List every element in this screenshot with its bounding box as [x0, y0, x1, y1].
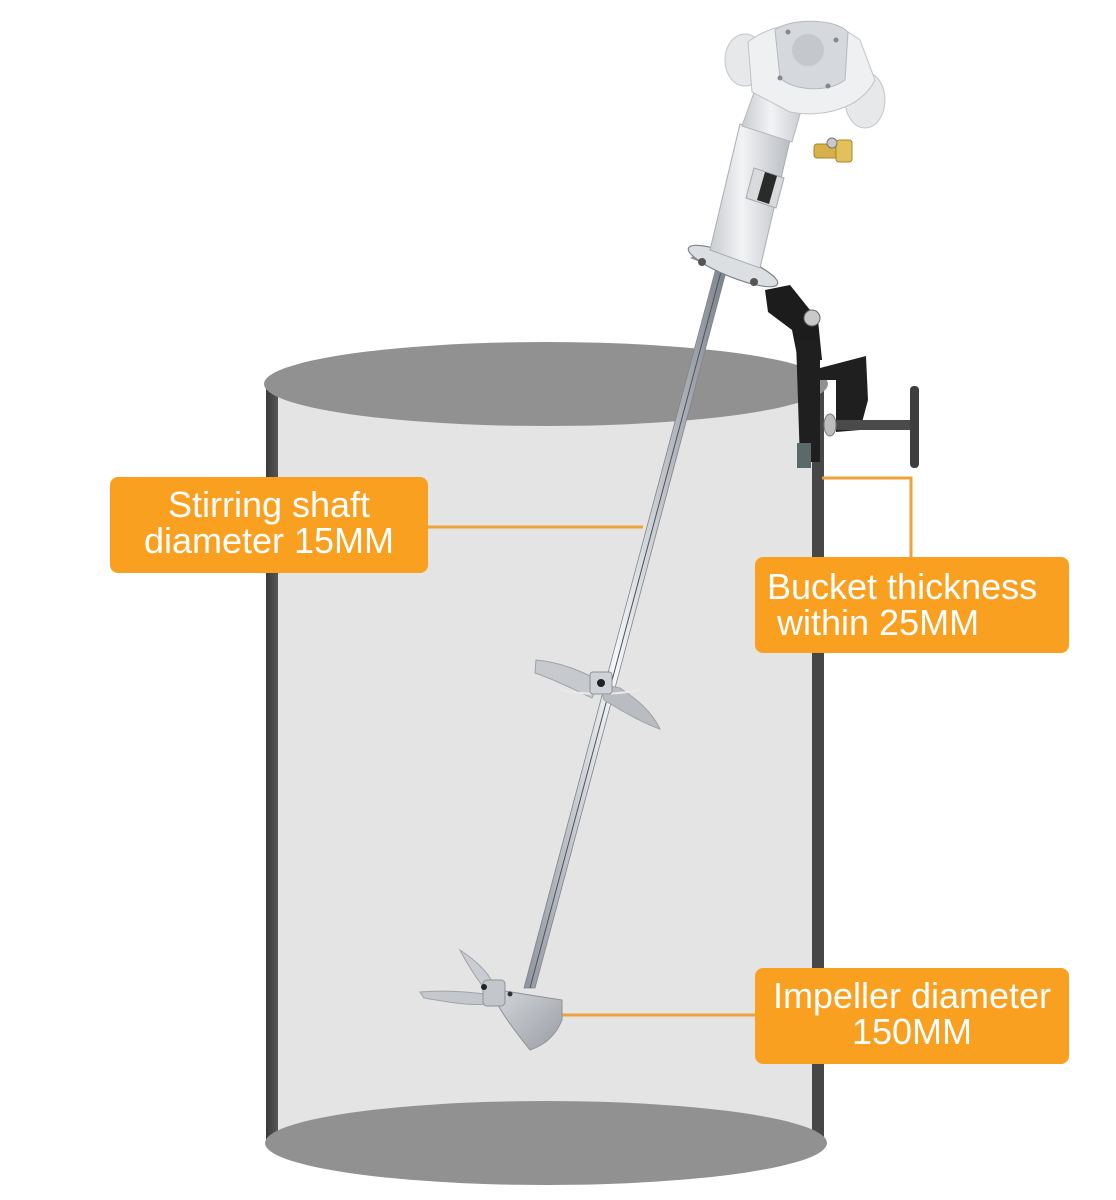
callout-bucket-thickness: Bucket thickness within 25MM [755, 557, 1069, 653]
bucket-left-wall [266, 384, 278, 1142]
callout-impeller-diameter: Impeller diameter 150MM [755, 968, 1069, 1064]
bucket-bottom [265, 1101, 827, 1185]
bucket-top-opening [264, 342, 828, 426]
bucket [264, 342, 828, 1185]
clamp-bracket [765, 285, 919, 468]
leader-lines [428, 476, 913, 1017]
lower-impeller [419, 948, 563, 1051]
callout-shaft-diameter: Stirring shaft diameter 15MM [110, 477, 428, 573]
air-valve [813, 137, 853, 163]
upper-impeller [534, 659, 661, 730]
air-motor [687, 20, 886, 288]
callout-bucket-line1: Bucket thickness [767, 566, 1038, 607]
callout-shaft-line2: diameter 15MM [143, 520, 395, 561]
callout-shaft-line1: Stirring shaft [167, 484, 371, 525]
bucket-leader-line [822, 476, 913, 557]
callout-bucket-line2: within 25MM [777, 602, 980, 643]
callout-impeller-line1: Impeller diameter [772, 975, 1052, 1016]
callout-impeller-line2: 150MM [851, 1011, 973, 1052]
